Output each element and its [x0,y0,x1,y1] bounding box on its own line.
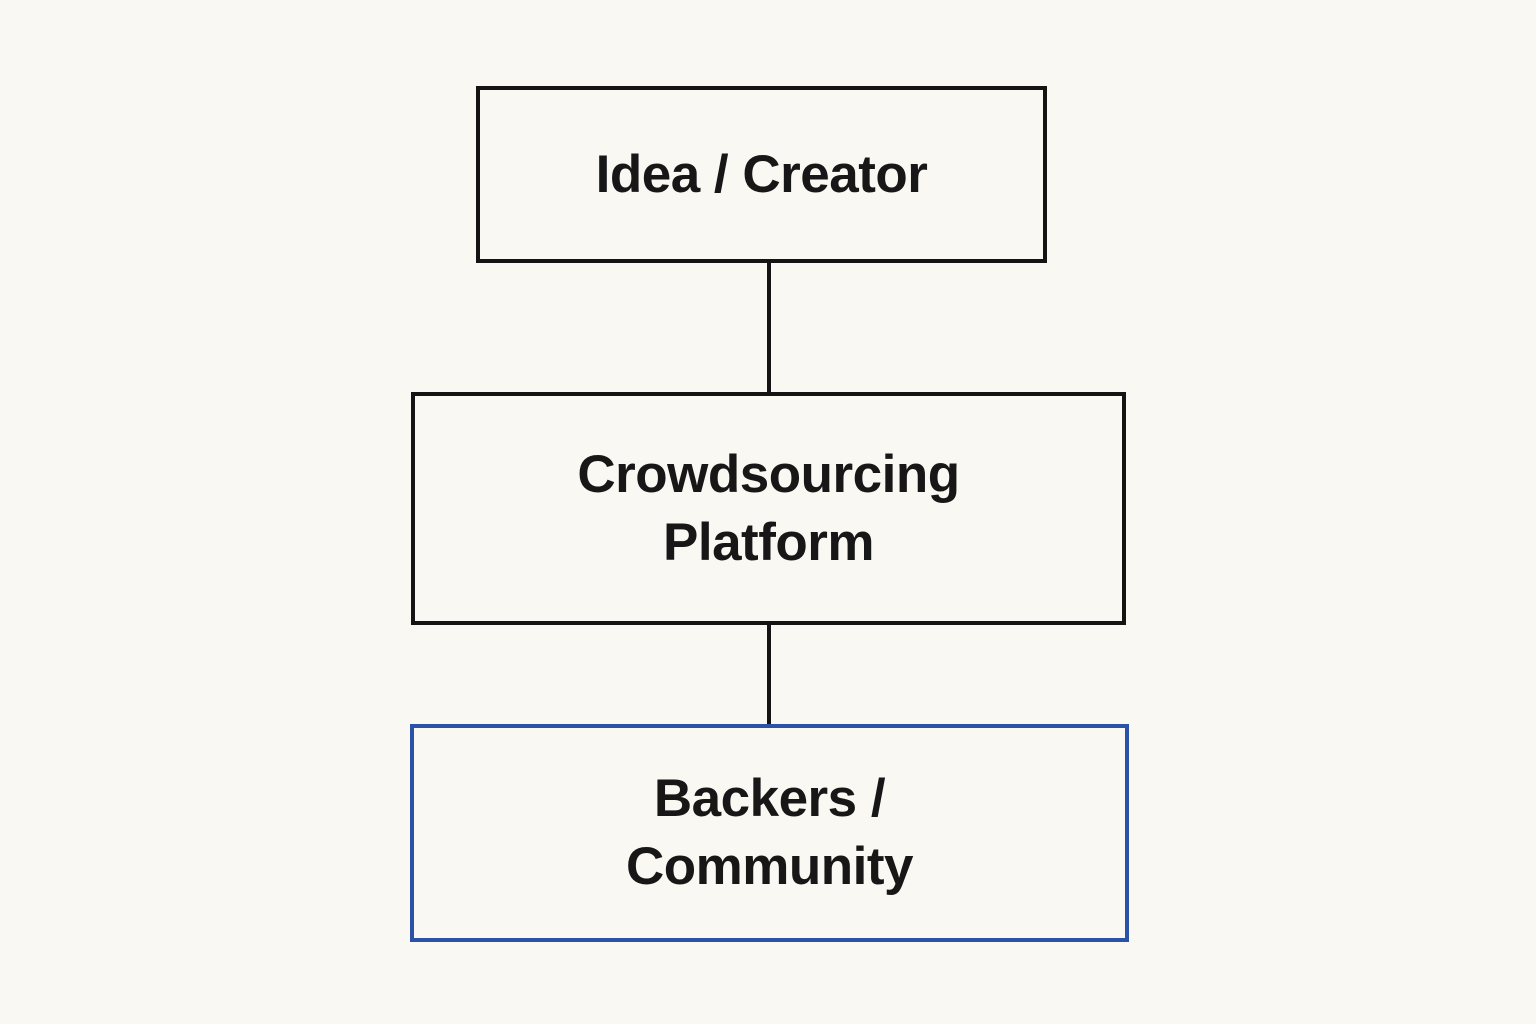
node-crowdsourcing-platform[interactable]: Crowdsourcing Platform [411,392,1126,625]
node-idea-creator-label: Idea / Creator [595,144,928,204]
node-crowdsourcing-platform-label: Crowdsourcing Platform [577,444,960,572]
node-backers-community[interactable]: Backers / Community [410,724,1129,942]
node-backers-community-label: Backers / Community [626,769,914,896]
connector-crowdsourcing-platform-to-backers-community [767,623,771,726]
connector-idea-creator-to-crowdsourcing-platform [767,261,771,394]
node-idea-creator[interactable]: Idea / Creator [476,86,1047,263]
